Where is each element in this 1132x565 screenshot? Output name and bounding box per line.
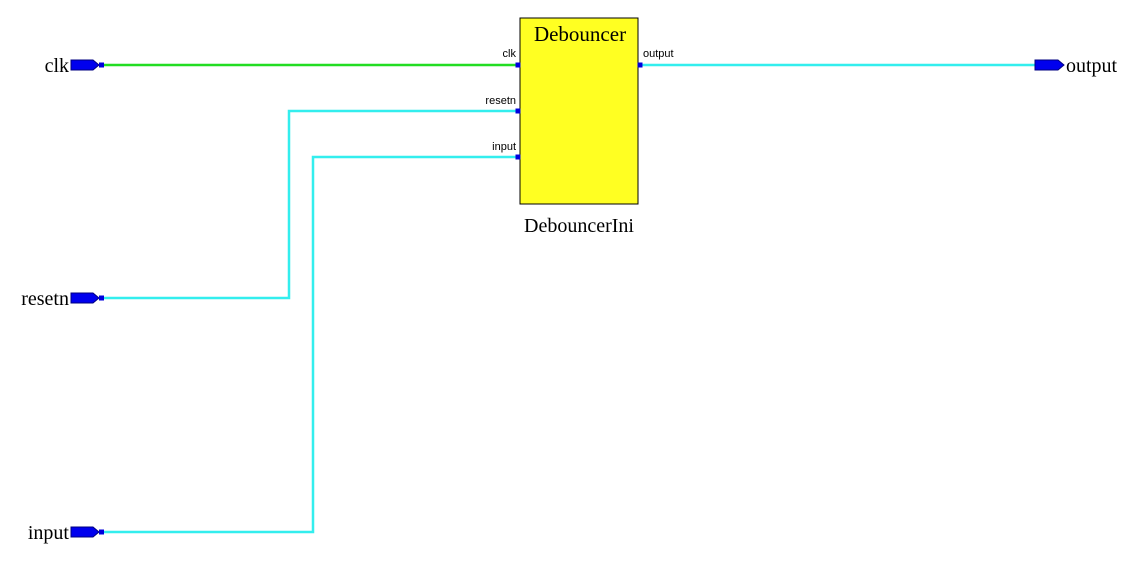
port-connector-icon xyxy=(99,295,104,301)
pin-input-icon[interactable] xyxy=(515,154,521,160)
wire-resetn[interactable] xyxy=(102,109,518,300)
block-instance-name: DebouncerIni xyxy=(524,215,634,237)
pin-label-input: input xyxy=(492,141,516,153)
port-label-resetn: resetn xyxy=(21,288,69,310)
output-port-icon xyxy=(1034,59,1065,71)
port-output[interactable]: output xyxy=(1034,55,1118,77)
wire-input[interactable] xyxy=(102,155,518,534)
block-body[interactable] xyxy=(519,17,639,205)
input-port-icon xyxy=(70,292,100,304)
port-label-input: input xyxy=(28,522,70,544)
wires xyxy=(102,63,1035,534)
input-port-icon xyxy=(70,526,100,538)
debouncer-block[interactable]: Debouncer DebouncerIni clk resetn input … xyxy=(485,17,674,237)
port-input[interactable]: input xyxy=(28,522,104,544)
port-connector-icon xyxy=(99,62,104,68)
port-label-clk: clk xyxy=(45,55,69,77)
pin-clk-icon[interactable] xyxy=(515,62,521,68)
pin-label-resetn: resetn xyxy=(485,95,516,107)
input-port-icon xyxy=(70,59,100,71)
pin-output-icon[interactable] xyxy=(637,62,643,68)
pin-label-output: output xyxy=(643,48,674,60)
port-clk[interactable]: clk xyxy=(45,55,104,77)
block-type-name: Debouncer xyxy=(534,22,626,46)
port-resetn[interactable]: resetn xyxy=(21,288,104,310)
port-label-output: output xyxy=(1066,55,1118,77)
port-connector-icon xyxy=(99,529,104,535)
pin-label-clk: clk xyxy=(503,48,517,60)
pin-resetn-icon[interactable] xyxy=(515,108,521,114)
